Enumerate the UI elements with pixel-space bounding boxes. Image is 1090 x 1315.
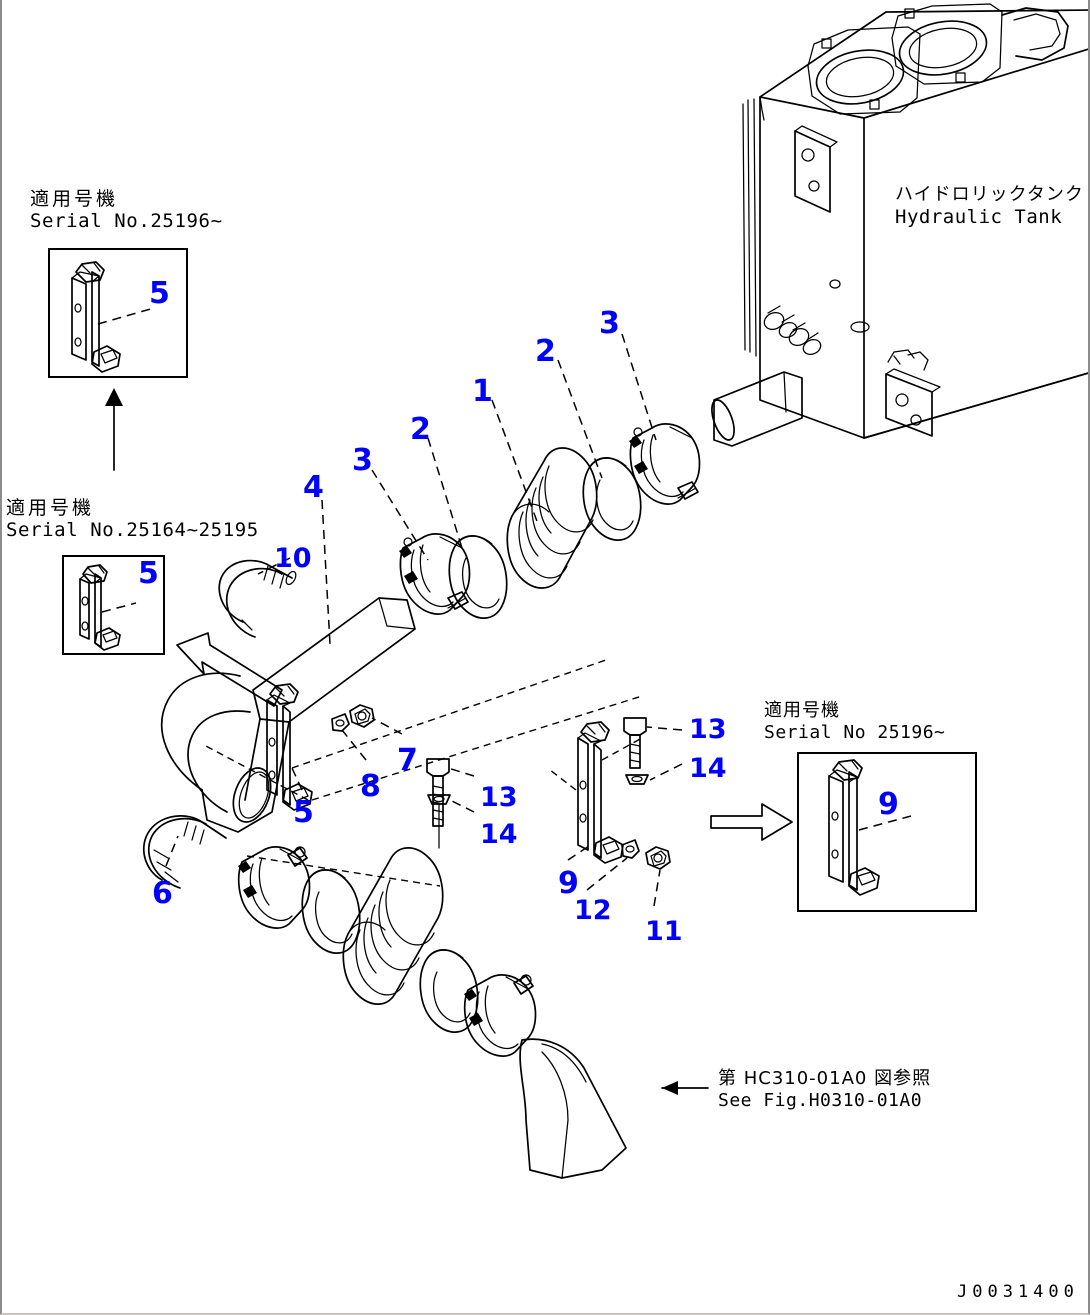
inset-box-top-left [48, 248, 188, 378]
inset-label-top-left-en: Serial No.25196~ [30, 210, 223, 233]
inset-bracket-mid-art [79, 564, 137, 651]
hydraulic-tank-label: ハイドロリックタンク Hydraulic Tank [895, 184, 1084, 228]
bracket-part-9-inset [828, 759, 880, 896]
clamp-upper-left [399, 533, 471, 615]
nut-center [349, 704, 375, 728]
see-figure-reference: 第 HC310-01A0 図参照 See Fig.H0310-01A0 [718, 1068, 931, 1111]
callout-2-ring-upper-right: 2 [535, 334, 556, 369]
bellows-hose-upper [506, 447, 598, 589]
callout-9-bracket-inset-right: 9 [878, 787, 899, 822]
inset-box-right [797, 752, 977, 912]
bellows-hose-lower [342, 847, 444, 1005]
nut-right [645, 846, 671, 870]
hydraulic-tank-label-en: Hydraulic Tank [895, 205, 1063, 228]
inset-label-mid-left-en: Serial No.25164~25195 [6, 519, 259, 542]
inset-label-top-left-jp: 適用号機 [30, 188, 119, 210]
see-figure-reference-en: See Fig.H0310-01A0 [718, 1089, 923, 1111]
callout-6-hose-lower-left: 6 [152, 876, 173, 911]
clamp-lower-left [237, 846, 311, 929]
leader-lines [105, 333, 793, 1095]
washer-flat-right [625, 774, 649, 785]
callout-13-bolt-right: 13 [689, 714, 727, 745]
ring-lower-left [301, 869, 361, 954]
bracket-right [577, 721, 624, 864]
upper-hose-assembly [399, 423, 701, 619]
inset-label-right-jp: 適用号機 [764, 700, 840, 721]
callout-5-bracket-inset-mid: 5 [138, 556, 159, 591]
callout-4-main-tube: 4 [303, 470, 324, 505]
ring-upper-left [448, 535, 508, 619]
bolt-center [426, 758, 450, 827]
bracket-center [266, 683, 313, 811]
callout-7-nut-center: 7 [397, 743, 418, 778]
callout-5-bracket-inset-top: 5 [149, 276, 170, 311]
see-figure-reference-jp: 第 HC310-01A0 図参照 [718, 1068, 932, 1089]
callout-13-bolt-center: 13 [480, 782, 518, 813]
callout-1-bellows-hose-upper: 1 [472, 374, 493, 409]
bolt-right [623, 717, 647, 769]
callout-14-washer-flat-center: 14 [480, 819, 518, 850]
callout-12-washer-right: 12 [574, 895, 612, 926]
inset-label-right-en: Serial No 25196~ [764, 721, 946, 743]
tank-fittings [763, 305, 822, 356]
washer-right [621, 839, 640, 859]
callout-9-bracket-right: 9 [558, 866, 579, 901]
tank-outlet-pipe [711, 371, 803, 447]
inset-label-mid-left: 適用号機 Serial No.25164~25195 [6, 497, 259, 542]
bracket-part-5-mid [79, 564, 121, 651]
inset-bracket-right-art [828, 759, 912, 896]
figure-code: J0031400 [957, 1282, 1079, 1302]
callout-3-clamp-upper-right: 3 [599, 306, 620, 341]
hose-upper-left [218, 559, 297, 638]
inset-label-top-left: 適用号機 Serial No.25196~ [30, 188, 223, 233]
bracket-part-5-top [71, 261, 121, 373]
inset-box-mid-left [62, 555, 165, 655]
hose-lower-left [142, 815, 227, 889]
lower-hose-assembly [237, 846, 627, 1179]
callout-11-nut-right: 11 [645, 916, 683, 947]
callout-5-bracket-center: 5 [293, 795, 314, 830]
hydraulic-tank-body [711, 3, 1088, 447]
washer-flat-center [427, 794, 451, 849]
callout-2-ring-upper-left: 2 [410, 412, 431, 447]
callout-3-clamp-upper-left: 3 [352, 443, 373, 478]
inset-label-mid-left-jp: 適用号機 [6, 497, 95, 519]
inset-bracket-top-art [71, 261, 155, 373]
main-tube-assembly [160, 597, 416, 833]
callout-14-washer-flat-right: 14 [689, 753, 727, 784]
inset-label-right: 適用号機 Serial No 25196~ [764, 700, 945, 743]
washer-center [331, 713, 350, 732]
callout-10-hose-upper-left: 10 [274, 543, 312, 574]
clamp-lower-right [463, 974, 537, 1057]
hydraulic-tank-label-jp: ハイドロリックタンク [895, 184, 1084, 205]
callout-8-washer-center: 8 [360, 769, 381, 804]
